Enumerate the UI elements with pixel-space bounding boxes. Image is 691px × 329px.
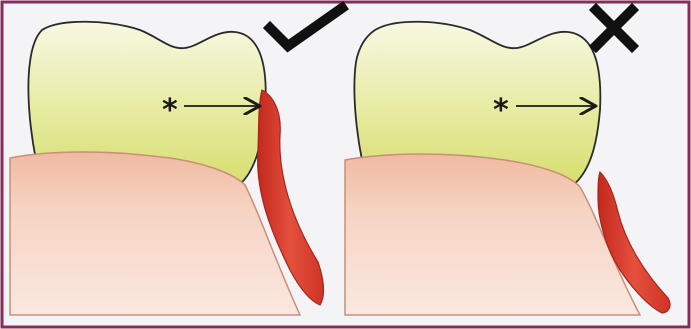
asterisk-right: * [493,93,509,128]
asterisk-left: * [162,93,178,128]
